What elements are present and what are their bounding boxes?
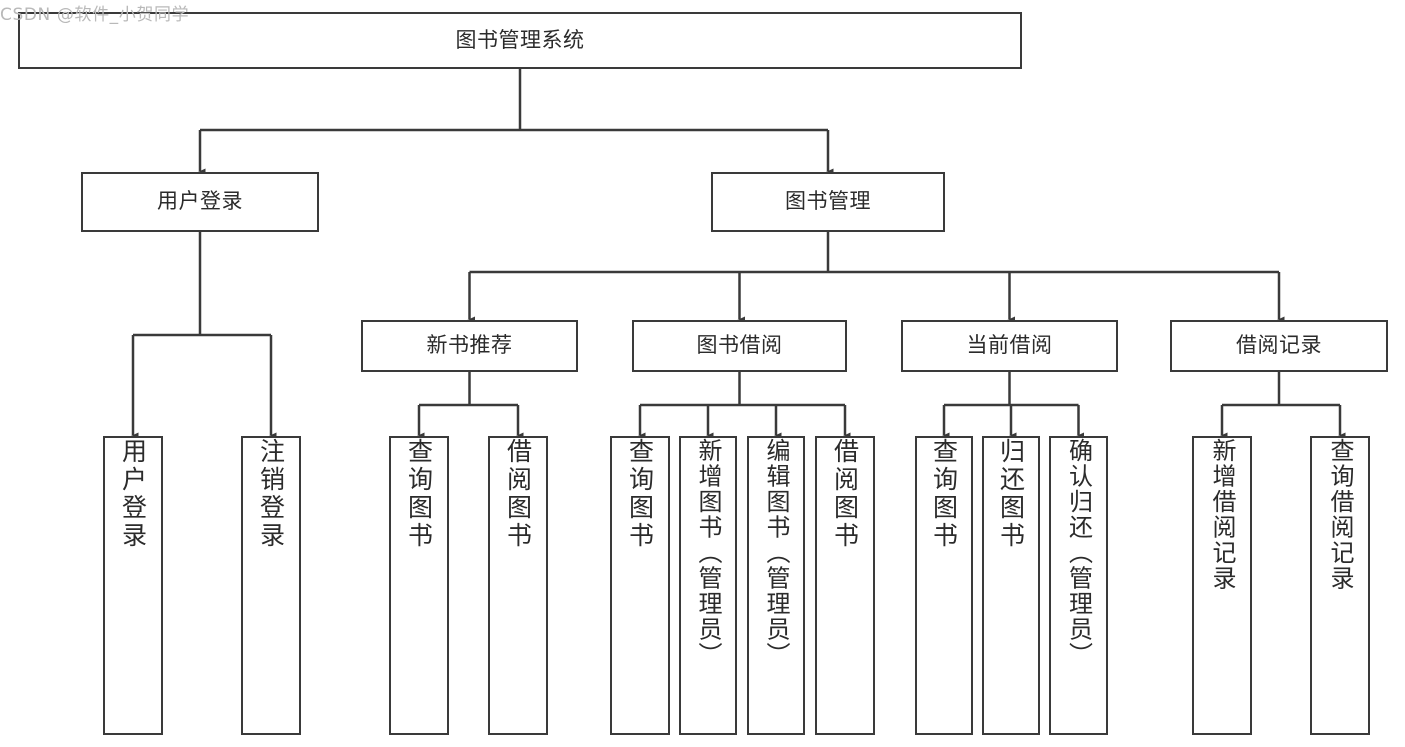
node-login-out[interactable]: 注销登录	[241, 436, 301, 735]
node-records[interactable]: 借阅记录	[1170, 320, 1388, 372]
node-rec-add[interactable]: 新增借阅记录	[1192, 436, 1252, 735]
node-label: 新增图书（管理员）	[694, 438, 722, 668]
node-label: 借阅图书	[503, 438, 533, 550]
node-label: 编辑图书（管理员）	[762, 438, 790, 668]
node-label: 当前借阅	[966, 333, 1053, 358]
node-new-borrow[interactable]: 借阅图书	[488, 436, 548, 735]
node-label: 查询图书	[404, 438, 434, 550]
node-label: 注销登录	[256, 438, 286, 550]
node-new-query[interactable]: 查询图书	[389, 436, 449, 735]
node-bookmgmt[interactable]: 图书管理	[711, 172, 945, 232]
node-login[interactable]: 用户登录	[81, 172, 319, 232]
node-bor-query[interactable]: 查询图书	[610, 436, 670, 735]
node-label: 归还图书	[996, 438, 1026, 550]
node-bor-add[interactable]: 新增图书（管理员）	[679, 436, 737, 735]
node-rec-query[interactable]: 查询借阅记录	[1310, 436, 1370, 735]
node-borrow[interactable]: 图书借阅	[632, 320, 847, 372]
node-label: 确认归还（管理员）	[1064, 438, 1093, 668]
node-newbook[interactable]: 新书推荐	[361, 320, 578, 372]
node-label: 用户登录	[118, 438, 148, 550]
node-bor-edit[interactable]: 编辑图书（管理员）	[747, 436, 805, 735]
node-label: 图书管理系统	[455, 27, 585, 52]
node-label: 查询借阅记录	[1326, 438, 1354, 591]
node-label: 查询图书	[625, 438, 655, 550]
node-label: 新增借阅记录	[1208, 438, 1236, 591]
node-root[interactable]: 图书管理系统	[18, 12, 1022, 69]
node-label: 图书管理	[785, 189, 871, 214]
node-label: 用户登录	[157, 189, 243, 214]
node-cur-confirm[interactable]: 确认归还（管理员）	[1049, 436, 1108, 735]
node-cur-return[interactable]: 归还图书	[982, 436, 1040, 735]
node-label: 借阅记录	[1236, 333, 1322, 358]
node-label: 查询图书	[929, 438, 959, 550]
node-login-in[interactable]: 用户登录	[103, 436, 163, 735]
node-bor-lend[interactable]: 借阅图书	[815, 436, 875, 735]
node-cur-query[interactable]: 查询图书	[915, 436, 973, 735]
node-current[interactable]: 当前借阅	[901, 320, 1118, 372]
watermark-text: CSDN @软件_小贺同学	[0, 5, 190, 25]
node-label: 借阅图书	[830, 438, 860, 550]
edge-group	[133, 69, 1340, 435]
node-label: 图书借阅	[696, 333, 783, 358]
node-label: 新书推荐	[426, 333, 513, 358]
